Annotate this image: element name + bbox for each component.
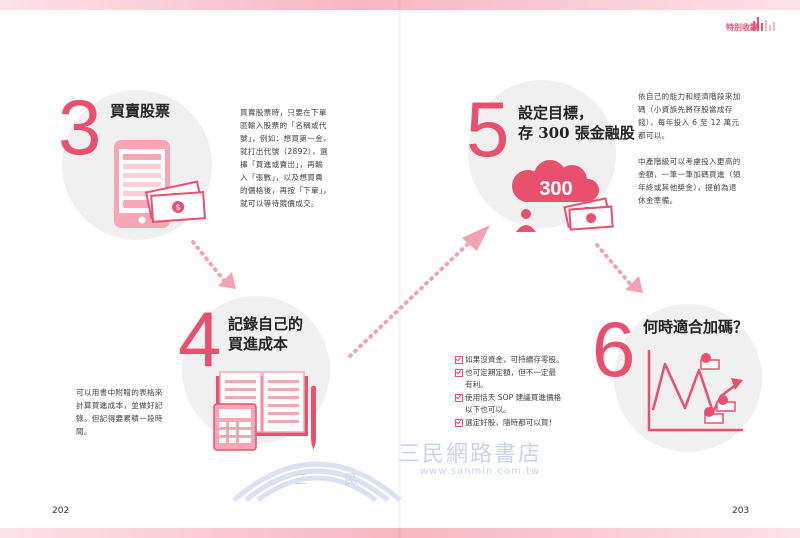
cloud-person-money-icon: 300: [512, 160, 614, 232]
top-decorative-bar: [0, 0, 800, 10]
step-5-description: 依自己的能力和經濟階段來加 碼（小資族先將存股當成存 錢），每年投入 6 至 1…: [638, 92, 741, 205]
step-6-circle: [614, 304, 762, 452]
step-6-checklist: 如果沒資金，可持續存零股。 也可定期定額，但不一定最 有利。 使用恬天 SOP …: [455, 354, 605, 429]
step-5-title: 設定目標， 存 300 張金融股: [518, 104, 635, 142]
checklist-item: 也可定期定額，但不一定最: [455, 367, 605, 380]
checkbox-checked-icon: [455, 368, 463, 377]
step-3-title: 買賣股票: [110, 102, 171, 120]
svg-text:$: $: [176, 203, 182, 212]
step-4-number: 4: [178, 295, 222, 383]
watermark-url: www.sanmin.com.tw: [420, 466, 541, 477]
svg-text:三: 三: [294, 473, 307, 488]
watermark-logo-icon: 三 民: [232, 461, 402, 503]
notebook-calculator-icon: [213, 371, 316, 451]
checkbox-checked-icon: [455, 418, 463, 427]
phone-money-icon: $: [114, 140, 206, 228]
page-number-right: 203: [732, 506, 750, 516]
cloud-target-number: 300: [539, 178, 572, 200]
checklist-item-continued: 有利。: [465, 380, 488, 389]
page-gutter: [398, 0, 402, 538]
line-chart-money-icon: [647, 350, 743, 432]
checklist-item: 選定好股，隨時都可以買！: [455, 417, 605, 430]
step-6-title: 何時適合加碼？: [643, 318, 749, 336]
checklist-item-continued: 以下也可以。: [465, 405, 511, 414]
watermark-store-name: 三民網路書店: [398, 442, 543, 467]
bottom-decorative-bar: [0, 528, 800, 538]
step-6-number: 6: [592, 305, 636, 393]
section-tag: 特別收錄: [726, 23, 758, 32]
step-3-number: 3: [58, 83, 102, 171]
step-4-title: 記錄自己的 買進成本: [228, 315, 304, 353]
checklist-item: 如果沒資金，可持續存零股。: [455, 354, 605, 367]
checklist-item: 使用恬天 SOP 建議買進價格: [455, 392, 605, 405]
section-tag-bars-icon: [753, 17, 775, 31]
step-4-description: 可以用書中附贈的表格來 計算買進成本，並做好記 錄。但記得要累積一段時 間。: [76, 388, 163, 436]
checkbox-checked-icon: [455, 393, 463, 402]
step-5-number: 5: [466, 85, 510, 173]
step-3-description: 買賣股票時，只要在下單 區輸入股票的「名稱或代 號」，例如：想買第一金， 就打出…: [240, 108, 331, 208]
svg-text:民: 民: [344, 473, 357, 488]
page-number-left: 202: [52, 506, 70, 516]
checkbox-checked-icon: [455, 356, 463, 364]
